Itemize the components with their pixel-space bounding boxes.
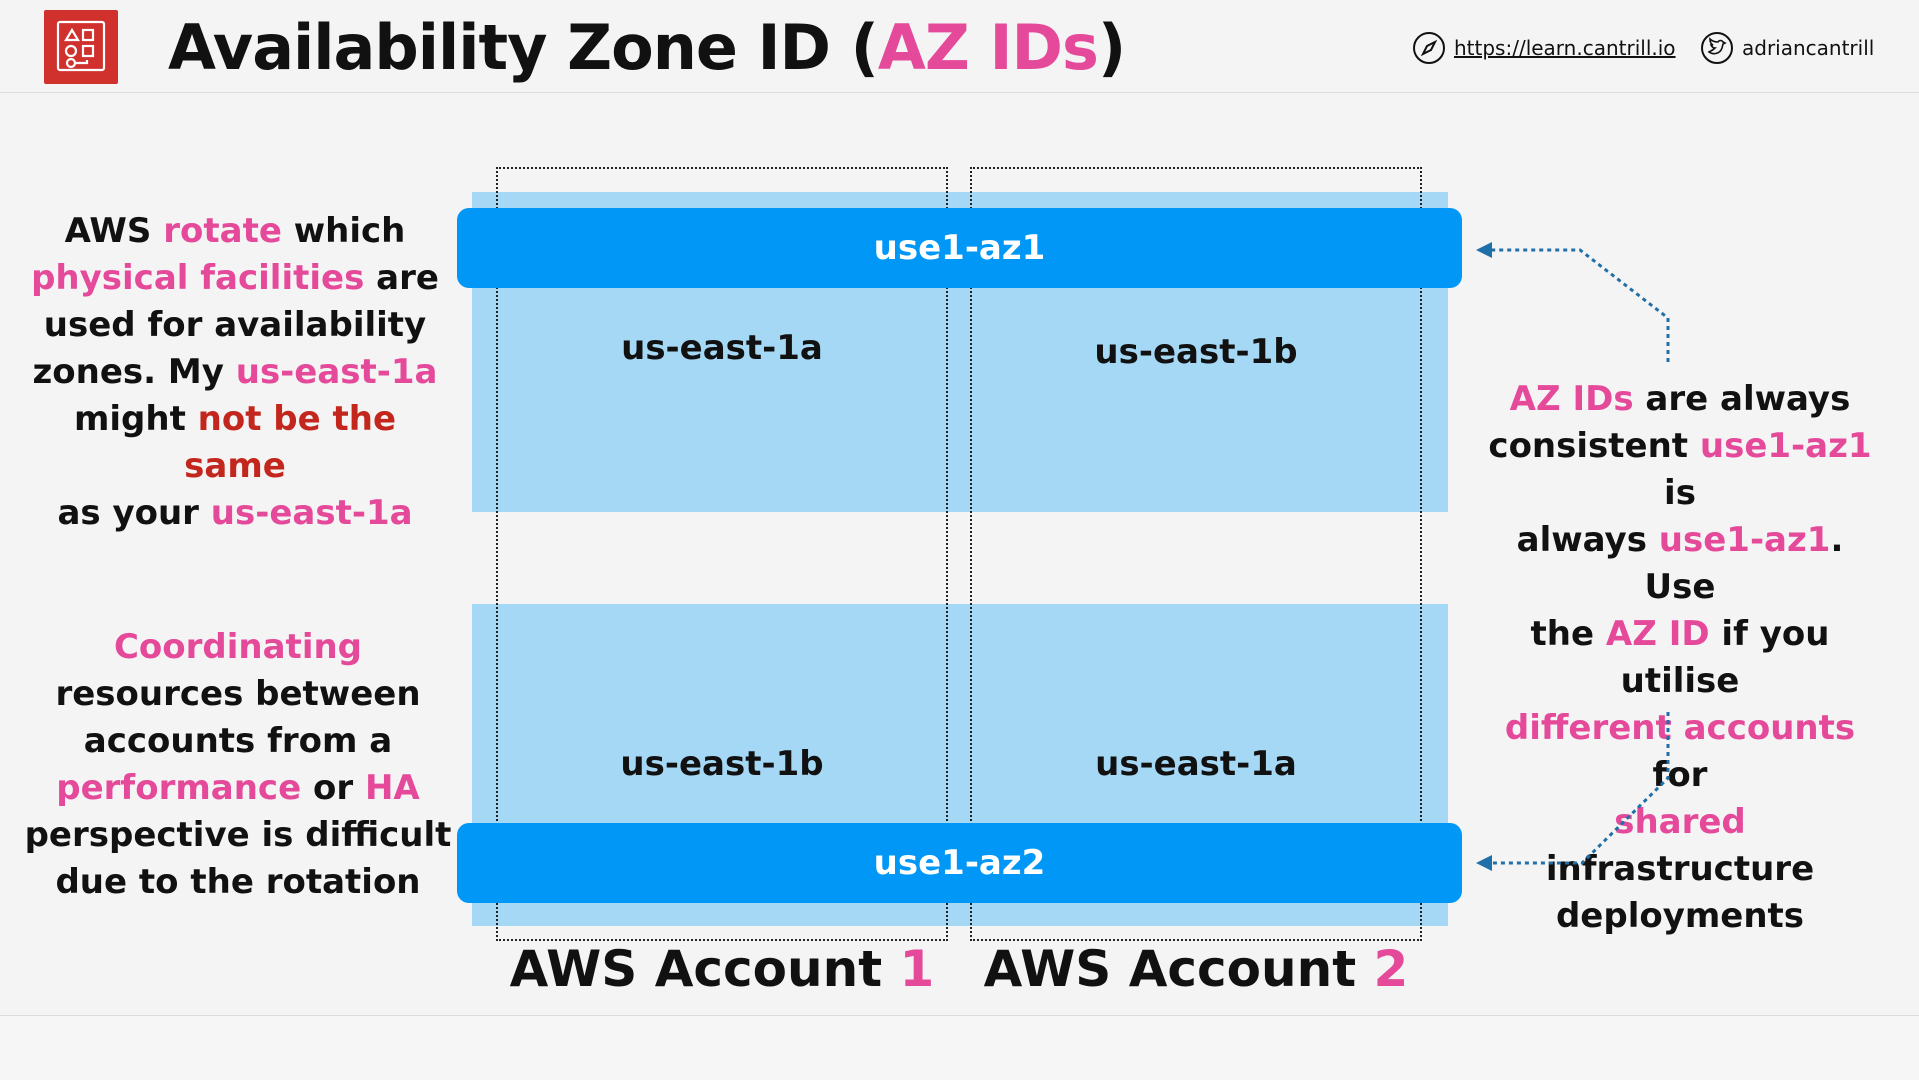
- note-text: are: [364, 258, 439, 298]
- website-url[interactable]: https://learn.cantrill.io: [1454, 36, 1676, 60]
- note-text: as your: [57, 493, 211, 533]
- account-label-text: AWS Account: [509, 940, 900, 998]
- az-id-note: AZ IDs are always consistent use1-az1 is…: [1478, 376, 1882, 940]
- title-highlight: AZ IDs: [877, 11, 1099, 84]
- header: Availability Zone ID (AZ IDs) https://le…: [0, 0, 1919, 93]
- title-part-2: ): [1097, 11, 1126, 84]
- note-highlight: different accounts: [1504, 708, 1856, 748]
- note-text: AWS: [64, 211, 164, 251]
- page-title: Availability Zone ID (AZ IDs): [168, 6, 1126, 90]
- note-highlight: use1-az1: [1658, 520, 1831, 560]
- note-highlight: shared: [1614, 802, 1746, 842]
- account-number: 2: [1373, 940, 1409, 998]
- note-text: are always: [1633, 379, 1851, 419]
- note-text: used for availability: [43, 305, 427, 345]
- arrow-to-az1: [1488, 248, 1670, 362]
- note-highlight: performance: [56, 768, 302, 808]
- note-highlight: physical facilities: [31, 258, 365, 298]
- note-text: if you utilise: [1620, 614, 1830, 701]
- note-text: the: [1530, 614, 1606, 654]
- rotation-note: AWS rotate which physical facilities are…: [20, 208, 450, 537]
- note-text: zones. My: [32, 352, 236, 392]
- account-1-top-zone: us-east-1a: [621, 328, 823, 368]
- note-text: consistent: [1488, 426, 1700, 466]
- note-warning: not be the same: [184, 399, 397, 486]
- account-2-label: AWS Account 2: [976, 940, 1416, 998]
- note-text: or: [301, 768, 365, 808]
- account-label-text: AWS Account: [983, 940, 1374, 998]
- website-link[interactable]: https://learn.cantrill.io: [1412, 28, 1676, 68]
- note-highlight: AZ ID: [1605, 614, 1710, 654]
- title-part-1: Availability Zone ID (: [168, 11, 879, 84]
- account-2-top-zone: us-east-1b: [1094, 332, 1298, 372]
- note-text: for: [1652, 755, 1708, 795]
- note-text: deployments: [1555, 896, 1805, 936]
- note-text: might: [73, 399, 198, 439]
- note-highlight: us-east-1a: [235, 352, 438, 392]
- note-text: accounts from a: [83, 721, 393, 761]
- note-text: infrastructure: [1545, 849, 1815, 889]
- note-text: due to the rotation: [55, 862, 421, 902]
- note-text: resources between: [55, 674, 421, 714]
- arrowhead-az2-icon: [1476, 855, 1492, 871]
- arrowhead-az1-icon: [1476, 242, 1492, 258]
- az-id-label: use1-az1: [873, 228, 1046, 268]
- az-id-label: use1-az2: [873, 843, 1046, 883]
- note-text: perspective is difficult: [24, 815, 452, 855]
- aws-service-logo: [44, 10, 118, 84]
- footer-band: [0, 1015, 1919, 1080]
- account-1-label: AWS Account 1: [502, 940, 942, 998]
- account-number: 1: [899, 940, 935, 998]
- note-highlight: Coordinating: [113, 627, 363, 667]
- note-text: is: [1664, 473, 1696, 513]
- compass-icon: [1413, 32, 1445, 64]
- arrow-to-az2: [1488, 712, 1670, 865]
- note-text: which: [281, 211, 406, 251]
- twitter-handle[interactable]: adriancantrill: [1742, 36, 1875, 60]
- twitter-bird-icon: [1701, 32, 1733, 64]
- account-1-bottom-zone: us-east-1b: [620, 744, 824, 784]
- az-id-bar-use1-az2: use1-az2: [457, 823, 1462, 903]
- note-highlight: use1-az1: [1699, 426, 1872, 466]
- account-2-bottom-zone: us-east-1a: [1095, 744, 1297, 784]
- coordination-note: Coordinating resources between accounts …: [20, 624, 456, 906]
- note-text: always: [1516, 520, 1659, 560]
- note-highlight: AZ IDs: [1509, 379, 1634, 419]
- az-id-bar-use1-az1: use1-az1: [457, 208, 1462, 288]
- shapes-icon: [56, 20, 106, 72]
- note-highlight: HA: [364, 768, 420, 808]
- note-highlight: rotate: [163, 211, 282, 251]
- note-text: . Use: [1644, 520, 1844, 607]
- note-highlight: us-east-1a: [210, 493, 413, 533]
- twitter-link[interactable]: adriancantrill: [1700, 28, 1874, 68]
